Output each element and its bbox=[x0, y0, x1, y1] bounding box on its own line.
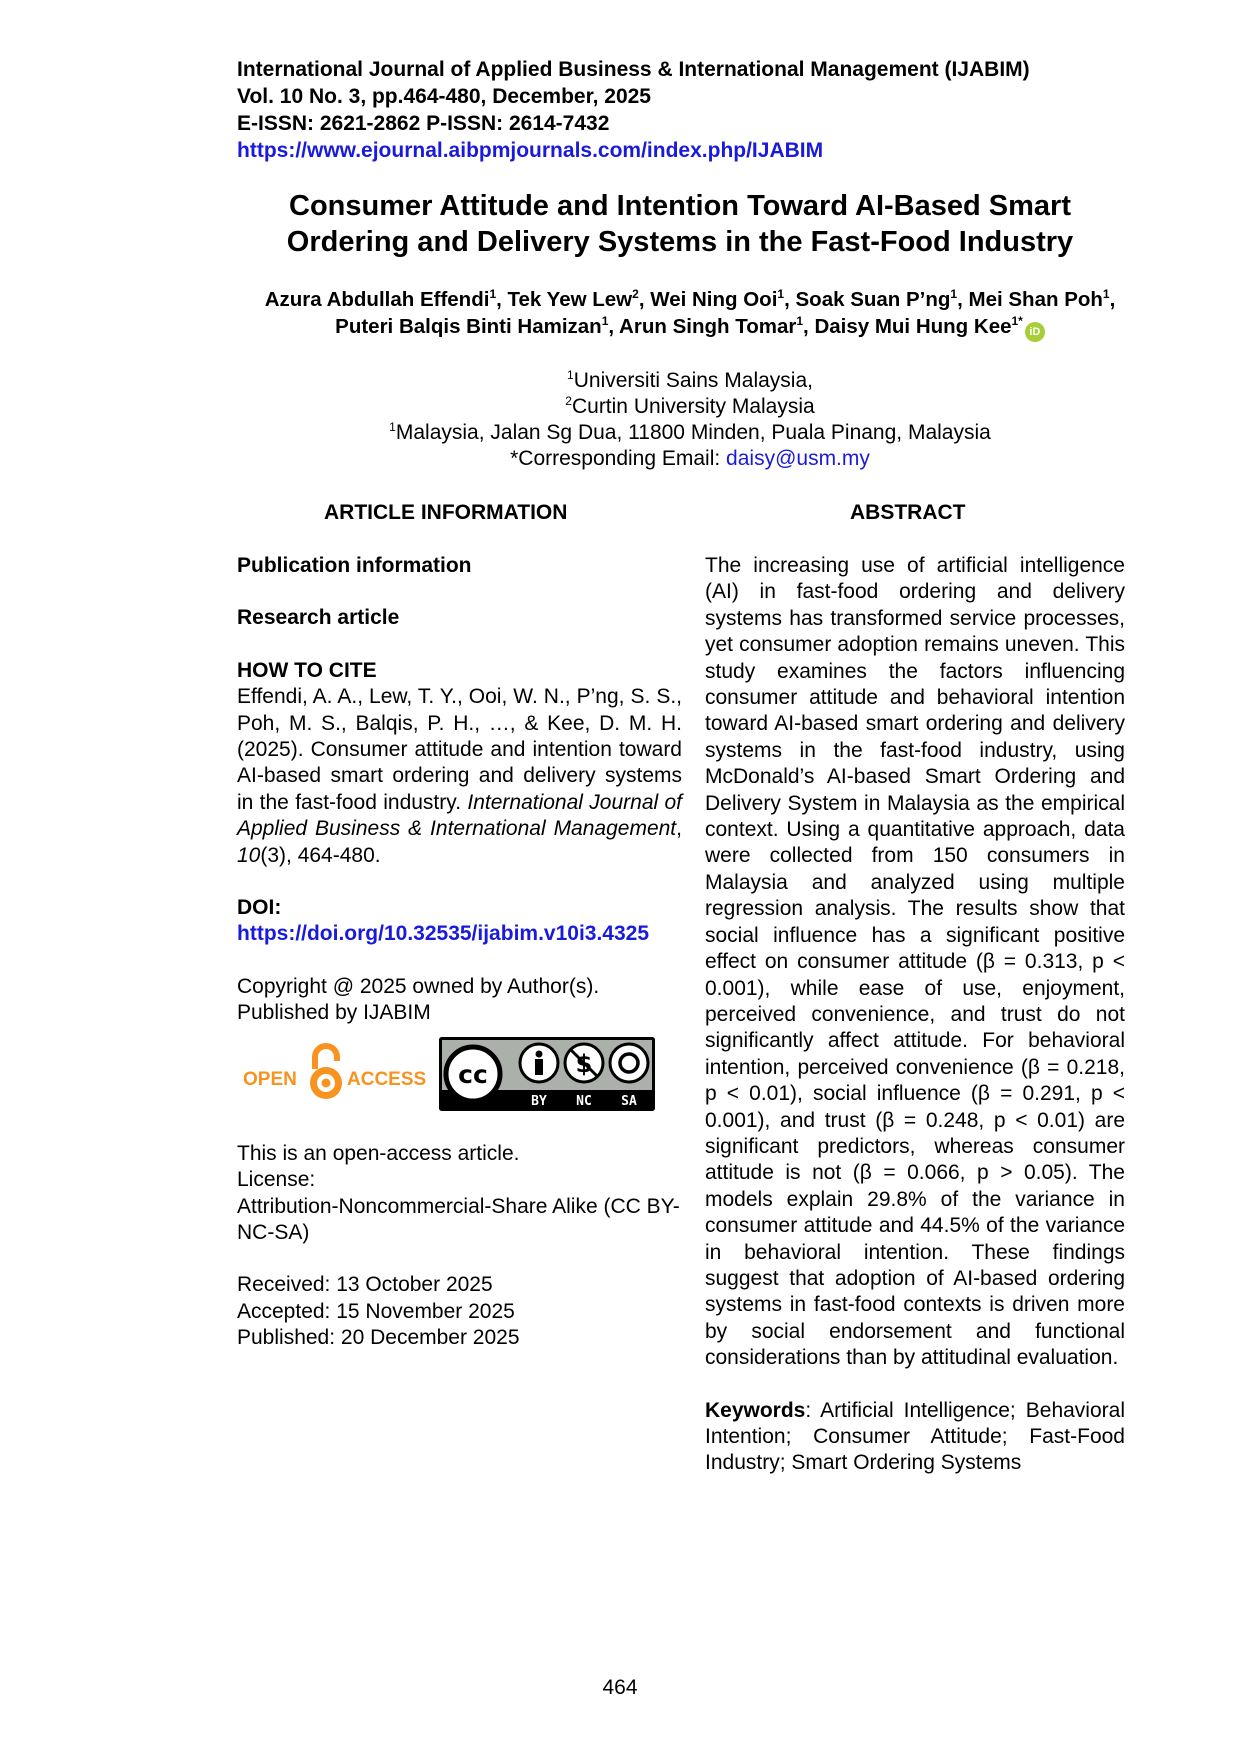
license-name: Attribution-Noncommercial-Share Alike (C… bbox=[237, 1194, 680, 1244]
publisher-line: Published by IJABIM bbox=[237, 1001, 431, 1025]
how-to-cite-heading: HOW TO CITE bbox=[237, 658, 377, 682]
journal-name: International Journal of Applied Busines… bbox=[237, 58, 1030, 81]
affiliation-3: 1Malaysia, Jalan Sg Dua, 11800 Minden, P… bbox=[389, 420, 991, 444]
article-info-heading: ARTICLE INFORMATION bbox=[324, 501, 568, 524]
author: Wei Ning Ooi1, bbox=[650, 287, 796, 311]
publication-info-label: Publication information bbox=[237, 554, 472, 577]
open-lock-icon bbox=[310, 1042, 342, 1099]
svg-text:ACCESS: ACCESS bbox=[347, 1069, 426, 1090]
author: Daisy Mui Hung Kee1* bbox=[814, 314, 1023, 338]
author: Mei Shan Poh1, bbox=[968, 287, 1116, 311]
doi-link[interactable]: https://doi.org/10.32535/ijabim.v10i3.43… bbox=[237, 922, 650, 946]
citation: Effendi, A. A., Lew, T. Y., Ooi, W. N., … bbox=[237, 685, 682, 867]
author-list: Azura Abdullah Effendi1, Tek Yew Lew2, W… bbox=[250, 286, 1130, 342]
author: Soak Suan P’ng1, bbox=[795, 287, 969, 311]
keywords-label: Keywords bbox=[705, 1398, 806, 1422]
author: Arun Singh Tomar1, bbox=[619, 314, 815, 338]
open-access-statement: This is an open-access article. bbox=[237, 1141, 520, 1165]
journal-header: International Journal of Applied Busines… bbox=[237, 56, 1137, 164]
page-number: 464 bbox=[602, 1676, 638, 1699]
abstract-heading: ABSTRACT bbox=[850, 501, 966, 524]
affiliation-1: 1Universiti Sains Malaysia, bbox=[567, 368, 813, 392]
open-access-logo: OPEN ACCESS bbox=[243, 1042, 426, 1099]
journal-volume: Vol. 10 No. 3, pp.464-480, December, 202… bbox=[237, 85, 651, 108]
copyright-line: Copyright @ 2025 owned by Author(s). bbox=[237, 974, 600, 998]
license-label: License: bbox=[237, 1168, 316, 1192]
journal-issn: E-ISSN: 2621-2862 P-ISSN: 2614-7432 bbox=[237, 112, 610, 135]
citation-journal: International Journal of Applied Busines… bbox=[237, 790, 682, 841]
accepted-date: Accepted: 15 November 2025 bbox=[237, 1299, 515, 1323]
published-date: Published: 20 December 2025 bbox=[237, 1326, 520, 1350]
abstract-column: The increasing use of artificial intelli… bbox=[705, 553, 1125, 1477]
orcid-icon[interactable]: iD bbox=[1024, 322, 1045, 342]
cc-icon: cc bbox=[443, 1044, 503, 1104]
doi-heading: DOI: bbox=[237, 896, 282, 920]
abstract-text: The increasing use of artificial intelli… bbox=[705, 554, 1125, 1370]
article-info-column: Publication information Research article… bbox=[237, 553, 682, 1352]
nc-icon: $ bbox=[563, 1042, 605, 1084]
email-link[interactable]: daisy@usm.my bbox=[726, 447, 870, 470]
cc-by-nc-sa-badge: cc $ BY NC SA bbox=[439, 1036, 655, 1111]
author: Azura Abdullah Effendi1, bbox=[264, 287, 508, 311]
title-line-2: Ordering and Delivery Systems in the Fas… bbox=[286, 226, 1074, 258]
svg-text:cc: cc bbox=[458, 1060, 488, 1089]
affiliation-2: 2Curtin University Malaysia bbox=[565, 394, 815, 418]
article-title: Consumer Attitude and Intention Toward A… bbox=[230, 188, 1130, 260]
svg-text:BY: BY bbox=[531, 1094, 547, 1109]
citation-volume: 10 bbox=[237, 843, 261, 867]
title-line-1: Consumer Attitude and Intention Toward A… bbox=[289, 190, 1071, 222]
article-type: Research article bbox=[237, 606, 400, 630]
keywords-list: Artificial Intelligence; Behavioral Inte… bbox=[705, 1398, 1125, 1475]
license-logos: OPEN ACCESS cc $ bbox=[237, 1033, 682, 1111]
svg-text:NC: NC bbox=[576, 1094, 592, 1109]
keywords: Keywords: Artificial Intelligence; Behav… bbox=[705, 1398, 1125, 1475]
author: Puteri Balqis Binti Hamizan1, bbox=[335, 314, 620, 338]
received-date: Received: 13 October 2025 bbox=[237, 1273, 493, 1297]
by-icon bbox=[518, 1042, 560, 1084]
author: Tek Yew Lew2, bbox=[507, 287, 651, 311]
affiliations: 1Universiti Sains Malaysia, 2Curtin Univ… bbox=[250, 368, 1130, 472]
journal-url-link[interactable]: https://www.ejournal.aibpmjournals.com/i… bbox=[237, 139, 824, 162]
sa-icon bbox=[608, 1042, 650, 1084]
corresponding-email: *Corresponding Email: daisy@usm.my bbox=[510, 447, 870, 470]
svg-text:OPEN: OPEN bbox=[243, 1069, 297, 1090]
svg-text:SA: SA bbox=[621, 1094, 637, 1109]
